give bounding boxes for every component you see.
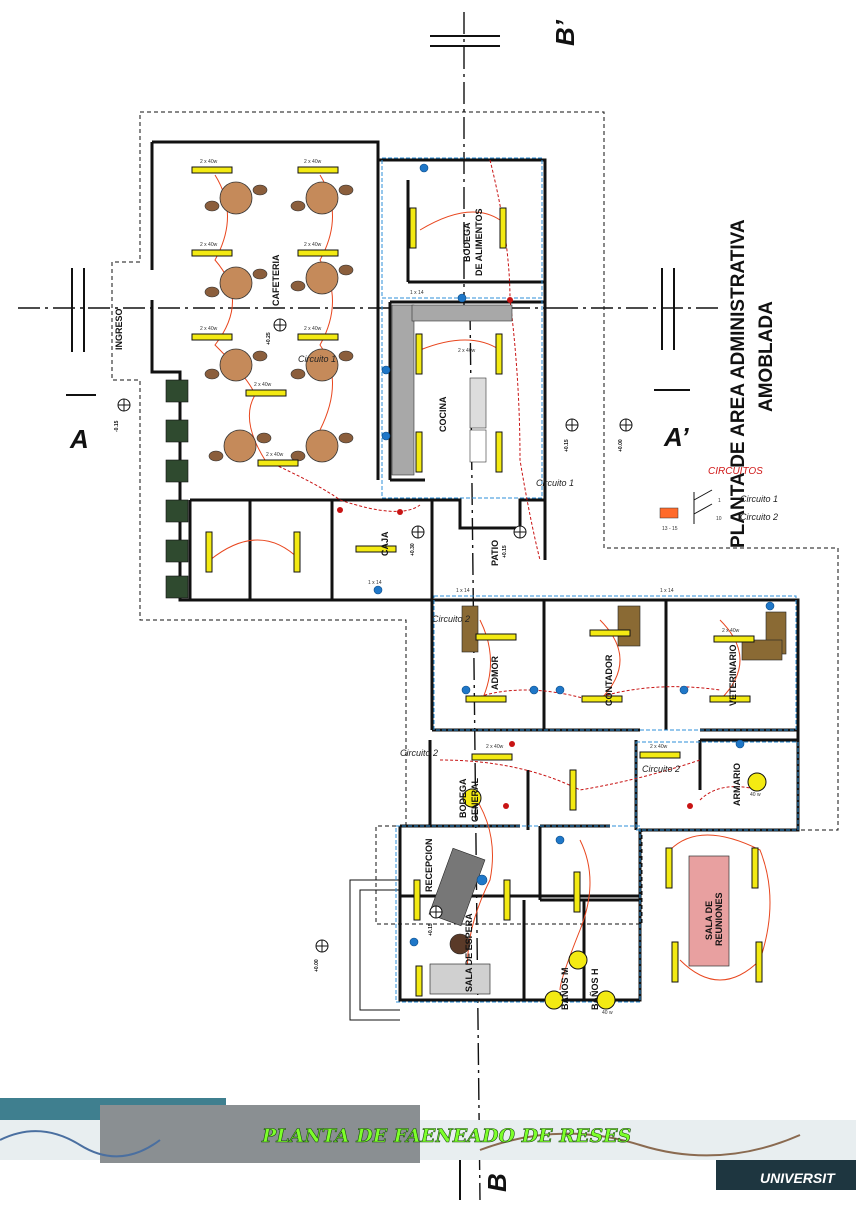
room-label-bodega-general-2: GENERAL bbox=[470, 777, 480, 822]
level-recepcion: +0.15 bbox=[428, 923, 434, 936]
outlet-symbols bbox=[373, 163, 775, 947]
section-mark-a-prime: A’ bbox=[663, 422, 689, 452]
room-label-banos-h: BAÑOS H bbox=[590, 968, 600, 1010]
room-label-bodega-alimentos-1: BODEGA bbox=[462, 222, 472, 262]
svg-text:2 x 40w: 2 x 40w bbox=[200, 242, 218, 248]
level-ingreso: -0.15 bbox=[114, 420, 120, 432]
svg-text:2 x 40w: 2 x 40w bbox=[304, 242, 322, 248]
section-axes bbox=[18, 12, 720, 1201]
circuit-tag-hall: Circuito 2 bbox=[642, 764, 680, 774]
svg-text:2 x 40w: 2 x 40w bbox=[200, 326, 218, 332]
kitchen-fixtures bbox=[391, 304, 513, 476]
svg-text:2 x 40w: 2 x 40w bbox=[266, 452, 284, 458]
level-cafeteria: +0.25 bbox=[266, 332, 272, 345]
room-label-ingreso: INGRESO bbox=[114, 308, 124, 350]
planter-column bbox=[165, 379, 189, 599]
room-label-admor: ADMOR bbox=[490, 656, 500, 690]
svg-text:2 x 40w: 2 x 40w bbox=[200, 159, 218, 165]
cafeteria-tables bbox=[219, 181, 339, 463]
room-label-armario: ARMARIO bbox=[732, 763, 742, 806]
svg-text:2 x 40w: 2 x 40w bbox=[486, 744, 504, 750]
bottom-banner bbox=[0, 1098, 856, 1190]
room-label-banos-m: BAÑOS M bbox=[560, 968, 570, 1011]
round-fixtures bbox=[462, 772, 767, 1010]
sofa bbox=[429, 933, 491, 995]
banner-title: PLANTA DE FAENEADO DE RESES bbox=[261, 1125, 631, 1147]
svg-text:40 w: 40 w bbox=[602, 1010, 613, 1016]
legend-symbol-code: 13 - 15 bbox=[662, 526, 678, 532]
svg-text:40 w: 40 w bbox=[750, 792, 761, 798]
level-exterior: +0.00 bbox=[618, 439, 624, 452]
fixture-wattage-labels: 2 x 40w 2 x 40w 2 x 40w 2 x 40w 2 x 40w … bbox=[200, 159, 761, 1016]
room-label-cocina: COCINA bbox=[438, 396, 448, 432]
level-entrada: +0.00 bbox=[314, 959, 320, 972]
legend-heading: CIRCUITOS bbox=[708, 466, 763, 477]
drawing-title-line2: AMOBLADA bbox=[756, 301, 777, 412]
room-label-sala-reuniones-2: REUNIONES bbox=[714, 892, 724, 946]
svg-text:1 x 14: 1 x 14 bbox=[368, 580, 382, 586]
office-desks bbox=[428, 605, 787, 967]
legend-symbol bbox=[659, 507, 679, 519]
level-markers bbox=[117, 318, 633, 953]
room-label-sala-reuniones-1: SALA DE bbox=[704, 901, 714, 940]
room-label-bodega-general-1: BODEGA bbox=[458, 778, 468, 818]
circuit-tag-patio: Circuito 1 bbox=[536, 478, 574, 488]
room-label-caja: CAJA bbox=[380, 531, 390, 556]
level-caja: +0.30 bbox=[410, 543, 416, 556]
svg-text:2 x 40w: 2 x 40w bbox=[650, 744, 668, 750]
banner-university: UNIVERSIT bbox=[760, 1170, 836, 1186]
fluorescent-fixtures bbox=[191, 166, 763, 997]
circuit-tag-left: Circuito 2 bbox=[400, 748, 438, 758]
circuit-tag-offices: Circuito 2 bbox=[432, 614, 470, 624]
room-label-recepcion: RECEPCION bbox=[424, 838, 434, 892]
circuit-legend: CIRCUITOS 13 - 15 1 Circuito 1 10 Circui… bbox=[659, 466, 778, 532]
legend-item-2-number: 10 bbox=[716, 516, 722, 522]
svg-text:1 x 14: 1 x 14 bbox=[660, 588, 674, 594]
room-label-veterinario: VETERINARIO bbox=[728, 644, 738, 706]
svg-text:1 x 14: 1 x 14 bbox=[456, 588, 470, 594]
drawing-title-line1: PLANTA DE AREA ADMINISTRATIVA bbox=[728, 219, 749, 548]
level-kitchen-out: +0.15 bbox=[564, 439, 570, 452]
circuit-tag-cafeteria: Circuito 1 bbox=[298, 354, 336, 364]
legend-item-2-label: Circuito 2 bbox=[740, 512, 778, 522]
legend-item-1-number: 1 bbox=[718, 498, 721, 504]
svg-text:2 x 40w: 2 x 40w bbox=[304, 159, 322, 165]
svg-text:2 x 40w: 2 x 40w bbox=[254, 382, 272, 388]
level-patio: +0.15 bbox=[502, 545, 508, 558]
svg-text:2 x 40w: 2 x 40w bbox=[304, 326, 322, 332]
building-walls bbox=[150, 140, 800, 1021]
svg-text:2 x 40w: 2 x 40w bbox=[458, 348, 476, 354]
room-label-patio: PATIO bbox=[490, 540, 500, 566]
room-label-sala-espera: SALA DE ESPERA bbox=[464, 913, 474, 992]
section-mark-b: B bbox=[482, 1173, 512, 1192]
room-label-bodega-alimentos-2: DE ALIMENTOS bbox=[474, 208, 484, 276]
section-mark-a: A bbox=[69, 424, 89, 454]
svg-text:1 x 14: 1 x 14 bbox=[410, 290, 424, 296]
lot-boundary bbox=[111, 111, 839, 925]
room-label-cafeteria: CAFETERIA bbox=[271, 254, 281, 306]
junction-nodes bbox=[337, 297, 693, 809]
section-mark-b-prime: B’ bbox=[550, 19, 580, 46]
svg-text:2 x 40w: 2 x 40w bbox=[722, 628, 740, 634]
legend-item-1-label: Circuito 1 bbox=[740, 494, 778, 504]
room-label-contador: CONTADOR bbox=[604, 654, 614, 706]
